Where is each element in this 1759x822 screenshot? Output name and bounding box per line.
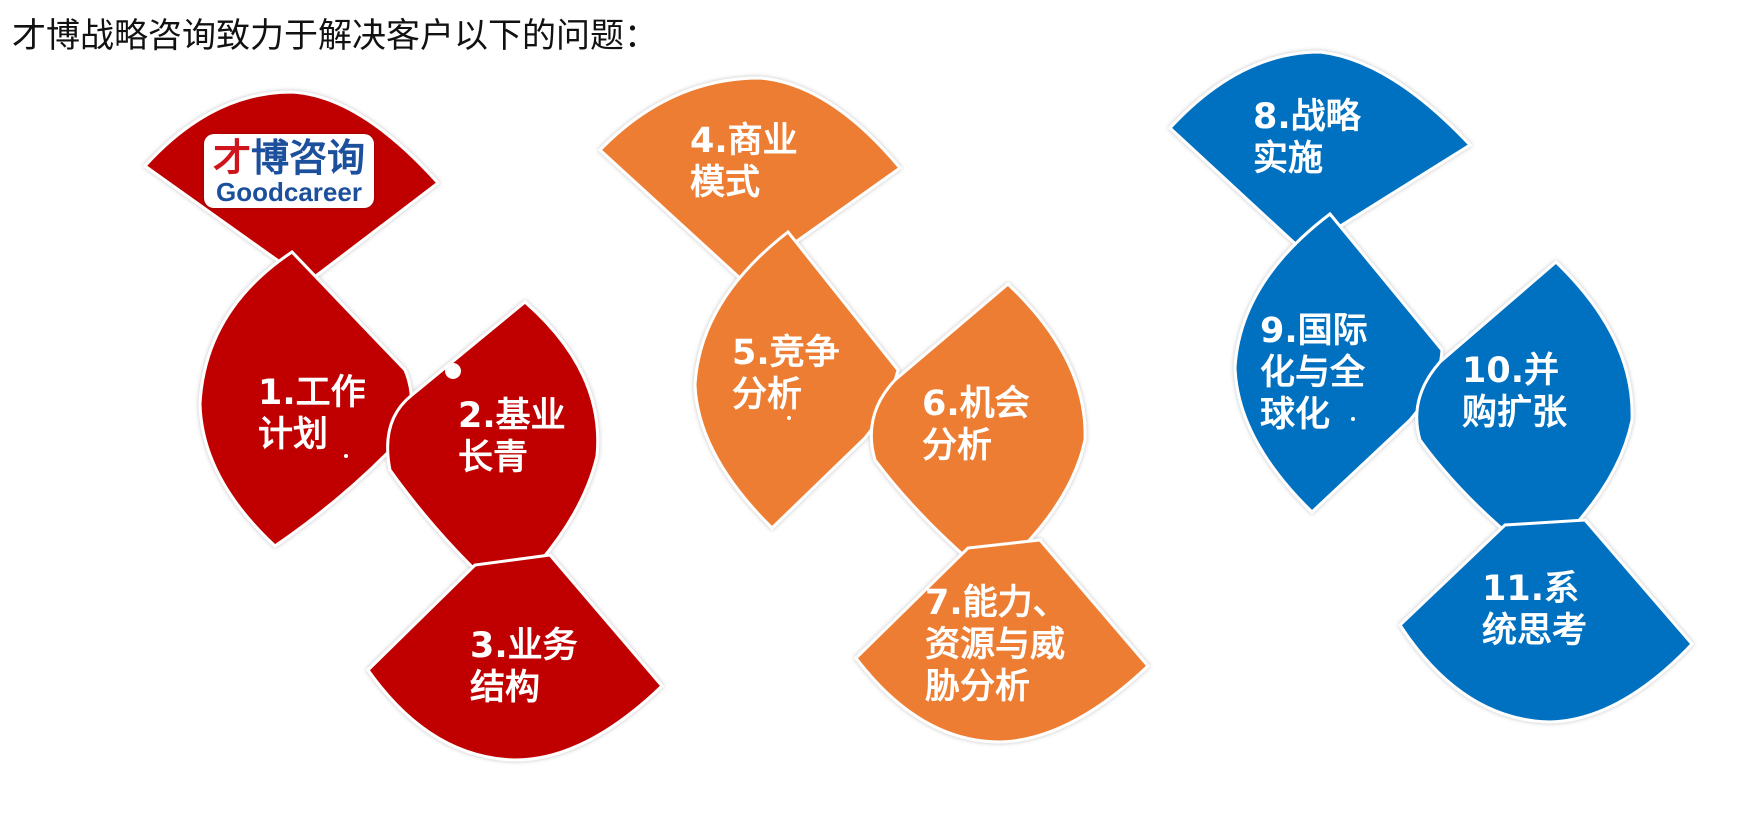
label-5-competition-analysis: 5.竞争分析	[732, 333, 840, 415]
logo-chinese-text: 才博咨询	[212, 136, 366, 180]
speck-dot	[787, 416, 791, 420]
label-1-work-plan: 1.工作计划	[258, 373, 366, 455]
label-6-opportunity-analysis: 6.机会分析	[922, 384, 1030, 466]
logo-english-text: Goodcareer	[216, 177, 362, 207]
label-3-business-structure: 3.业务结构	[470, 626, 578, 708]
label-8-strategy-implementation: 8.战略实施	[1253, 97, 1361, 179]
label-4-business-model: 4.商业模式	[690, 121, 798, 203]
bullet-dot	[445, 363, 461, 379]
page-title: 才博战略咨询致力于解决客户以下的问题：	[12, 16, 658, 56]
petal-4-business-model	[597, 76, 903, 282]
petal-8-strategy-implementation	[1167, 50, 1473, 252]
petal-3-business-structure	[366, 553, 665, 762]
label-11-systems-thinking: 11.系统思考	[1482, 569, 1588, 651]
label-10-mergers-acquisitions: 10.并购扩张	[1462, 351, 1568, 433]
label-7-capability-resources-threats: 7.能力、资源与威胁分析	[925, 583, 1068, 707]
bullet-dot	[1452, 323, 1468, 339]
label-9-internationalization: 9.国际化与全球化	[1260, 311, 1368, 435]
speck-dot	[1351, 417, 1355, 421]
petal-7-capability-resources-threats	[854, 538, 1151, 744]
label-2-lasting-business: 2.基业长青	[458, 396, 566, 478]
goodcareer-logo: 才博咨询 Goodcareer	[204, 134, 374, 208]
speck-dot	[344, 454, 348, 458]
petal-11-systems-thinking	[1398, 518, 1695, 724]
